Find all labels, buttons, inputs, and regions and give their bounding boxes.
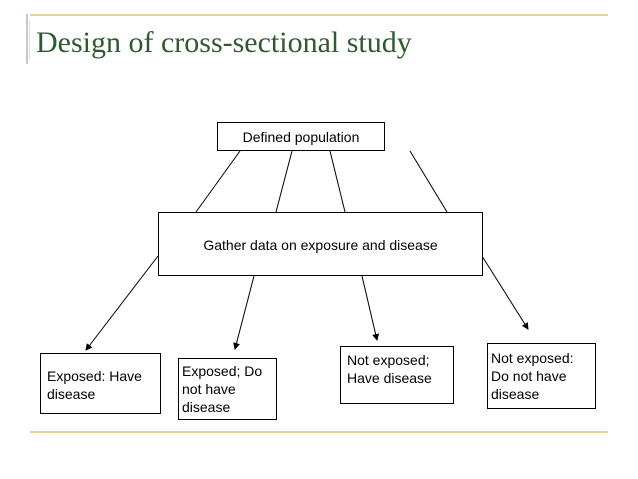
outcome-label: Not exposed: Do not have disease (491, 350, 574, 402)
arrow-2 (233, 275, 255, 350)
connector-line-1 (195, 150, 241, 213)
connector-line-4 (409, 150, 448, 213)
bottom-divider (30, 431, 608, 433)
outcome-box-not-exposed-disease: Not exposed; Have disease (340, 346, 454, 404)
arrow-3 (361, 275, 380, 341)
left-accent (26, 14, 28, 64)
arrow-1 (85, 255, 159, 351)
gather-data-box: Gather data on exposure and disease (158, 212, 483, 276)
outcome-box-not-exposed-no-disease: Not exposed: Do not have disease (487, 343, 596, 409)
left-accent-inner (29, 20, 30, 60)
outcome-box-exposed-no-disease: Exposed; Do not have disease (178, 358, 277, 420)
top-divider (30, 14, 608, 16)
connector-line-3 (329, 150, 346, 213)
outcome-label: Exposed: Have disease (47, 368, 142, 402)
outcome-box-exposed-disease: Exposed: Have disease (40, 353, 161, 414)
arrow-4 (481, 255, 529, 330)
outcome-label: Exposed; Do not have disease (182, 363, 263, 415)
slide-title: Design of cross-sectional study (36, 26, 412, 59)
connector-line-2 (275, 150, 293, 213)
defined-population-label: Defined population (242, 129, 360, 145)
defined-population-box: Defined population (217, 122, 385, 151)
gather-data-label: Gather data on exposure and disease (203, 237, 438, 253)
outcome-label: Not exposed; Have disease (347, 352, 432, 386)
